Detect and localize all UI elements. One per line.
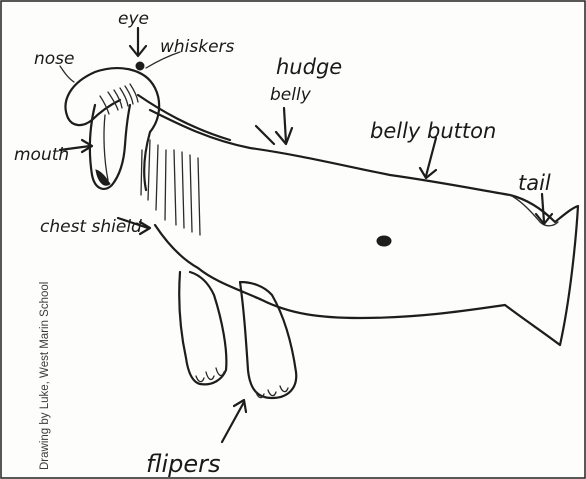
label-tail: tail — [518, 171, 551, 195]
walrus-head — [66, 68, 160, 190]
label-belly-button: belly button — [370, 119, 496, 143]
label-belly: belly — [270, 85, 312, 105]
label-chest-shield: chest shield — [40, 217, 142, 237]
walrus-mouth-line — [104, 115, 108, 180]
label-hudge: hudge — [276, 55, 342, 79]
walrus-body-outline — [150, 110, 578, 345]
label-mouth: mouth — [14, 145, 69, 165]
chest-shield-hatching — [141, 140, 200, 235]
label-whiskers: whiskers — [160, 37, 235, 57]
drawing-credit: Drawing by Luke, West Marin School — [39, 282, 51, 470]
label-flipers: flipers — [146, 450, 221, 478]
flipper-front — [179, 272, 226, 384]
walrus-back — [138, 95, 230, 140]
walrus-eye — [136, 62, 144, 70]
belly-button-mark — [377, 236, 391, 246]
flipper-rear — [240, 282, 296, 398]
tail-fin — [510, 195, 558, 226]
label-eye: eye — [118, 9, 149, 29]
label-nose: nose — [34, 49, 75, 69]
